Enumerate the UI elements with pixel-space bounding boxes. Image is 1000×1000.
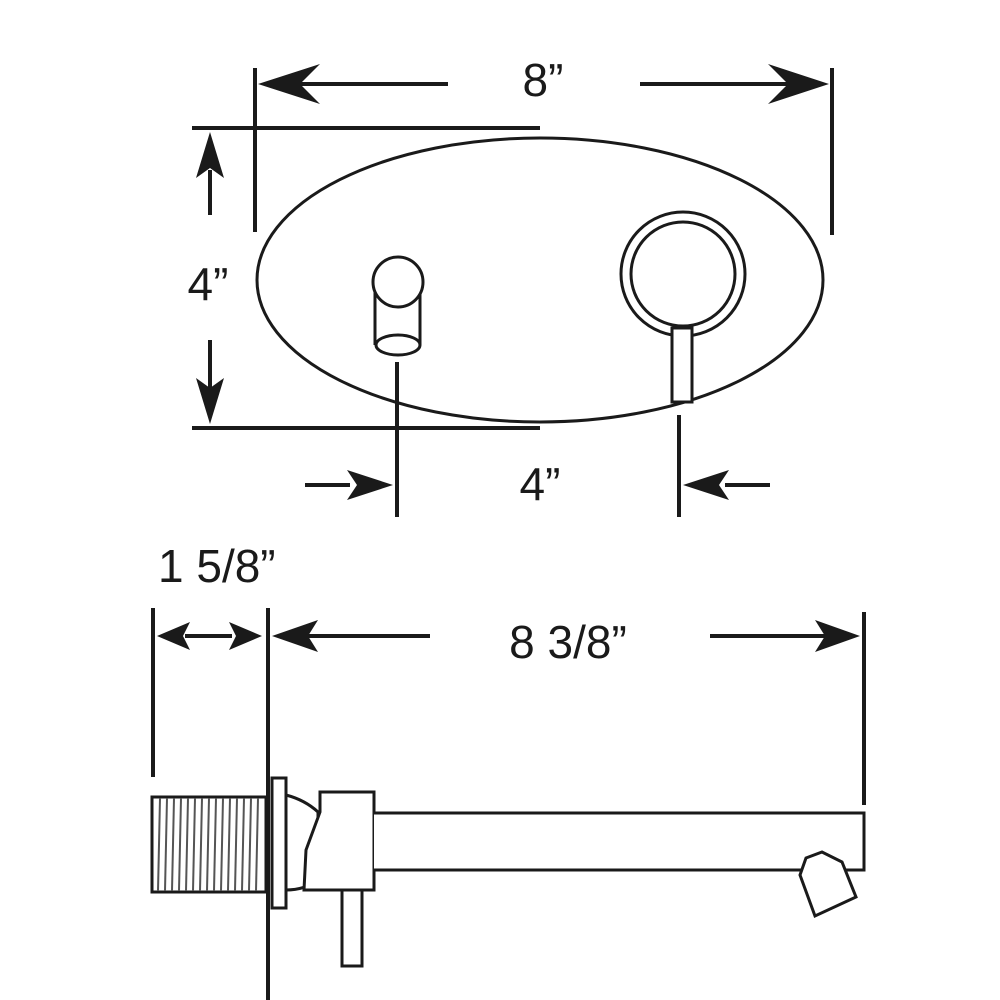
handle-lever: [340, 888, 364, 968]
width-dimension: 8”: [253, 54, 834, 235]
height-label: 4”: [188, 258, 229, 310]
center-spacing-label: 4”: [520, 458, 561, 510]
spout-reach-dimension: 8 3/8”: [266, 608, 866, 1000]
flange: [270, 776, 288, 910]
side-view: 1 5/8” 8 3/8”: [150, 540, 866, 1000]
spout-tube: [374, 811, 866, 872]
arrow-left-icon: [258, 64, 320, 104]
width-label: 8”: [523, 54, 564, 106]
handle-front: [619, 210, 747, 404]
wall-depth-dimension: 1 5/8”: [151, 540, 276, 777]
spout-reach-label: 8 3/8”: [509, 616, 627, 668]
front-view: 8” 4”: [188, 54, 834, 517]
valve-body: [302, 790, 376, 892]
arrow-right-icon: [347, 470, 393, 500]
arrow-right-icon: [815, 620, 860, 652]
arrow-down-icon: [196, 378, 224, 424]
arrow-left-icon: [157, 622, 190, 650]
height-dimension: 4”: [188, 126, 540, 430]
aerator: [798, 850, 858, 919]
wall-depth-label: 1 5/8”: [158, 540, 276, 592]
oval-wall-plate: [255, 136, 825, 424]
center-spacing-dimension: 4”: [305, 362, 770, 517]
arrow-right-icon: [229, 622, 262, 650]
arrow-right-icon: [768, 64, 829, 104]
spout-front: [371, 255, 425, 357]
threaded-body: [150, 795, 268, 894]
arrow-left-icon: [272, 620, 318, 652]
arrow-up-icon: [196, 132, 224, 178]
arrow-left-icon: [683, 470, 729, 500]
